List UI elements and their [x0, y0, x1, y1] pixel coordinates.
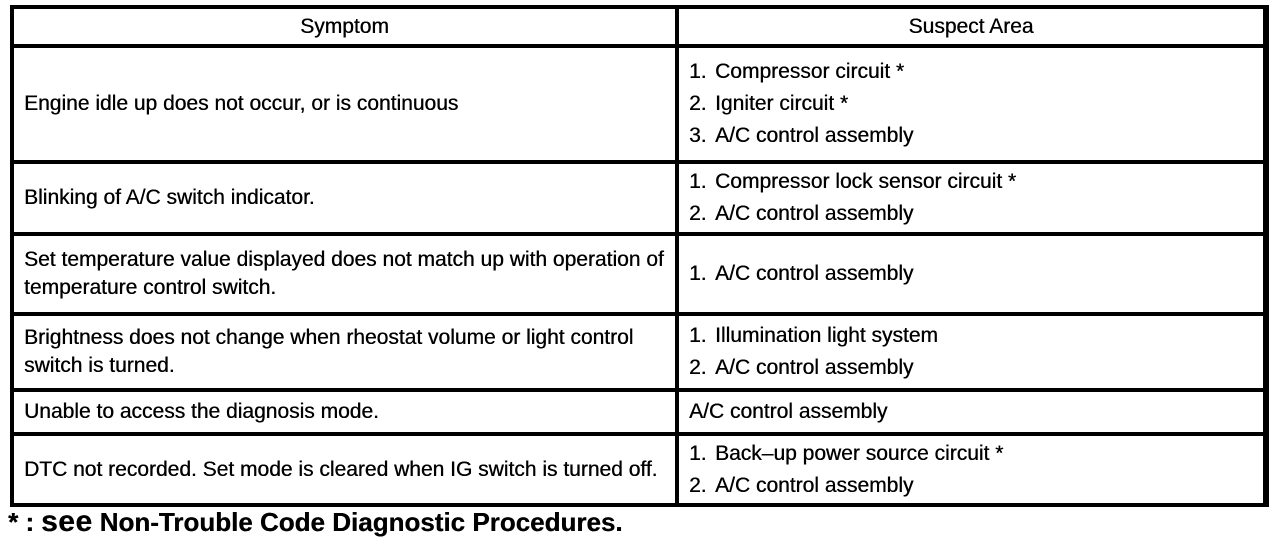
suspect-cell: 1. Compressor lock sensor circuit * 2. A/C…	[679, 164, 1263, 232]
item-text: A/C control assembly	[715, 124, 914, 147]
item-text: A/C control assembly	[715, 473, 914, 497]
symptom-text: DTC not recorded. Set mode is cleared wh…	[24, 457, 658, 481]
suspect-cell: 1. Illumination light system 2. A/C contro…	[679, 316, 1263, 388]
suspect-item: 2. A/C control assembly	[689, 470, 1257, 502]
item-text: Back–up power source circuit *	[715, 441, 1004, 465]
symptom-cell: Unable to access the diagnosis mode.	[14, 392, 679, 432]
suspect-item: 1. Compressor lock sensor circuit *	[689, 166, 1257, 198]
symptom-text: Blinking of A/C switch indicator.	[24, 186, 315, 209]
suspect-item: 2. A/C control assembly	[689, 352, 1257, 384]
table-row: Blinking of A/C switch indicator. 1. Comp…	[14, 160, 1263, 232]
item-text: A/C control assembly	[715, 262, 914, 285]
symptom-text: Brightness does not change when rheostat…	[24, 326, 634, 377]
item-text: Igniter circuit *	[715, 92, 849, 115]
symptom-cell: Set temperature value displayed does not…	[14, 236, 679, 312]
item-number: 2.	[689, 92, 707, 115]
suspect-cell: 1. Back–up power source circuit * 2. A/C c…	[679, 436, 1263, 503]
item-text: A/C control assembly	[715, 356, 914, 379]
symptom-cell: Brightness does not change when rheostat…	[14, 316, 679, 388]
suspect-item: 1. Illumination light system	[689, 320, 1257, 352]
symptom-text: Unable to access the diagnosis mode.	[24, 400, 379, 423]
table-row: Set temperature value displayed does not…	[14, 232, 1263, 312]
item-number: 1.	[689, 324, 707, 347]
suspect-cell: 1. A/C control assembly	[679, 236, 1263, 312]
item-number: 1.	[689, 170, 707, 193]
item-number: 2.	[689, 202, 707, 225]
suspect-item: A/C control assembly	[689, 396, 1257, 428]
item-text: A/C control assembly	[715, 202, 914, 225]
suspect-item: 1. Back–up power source circuit *	[689, 438, 1257, 470]
item-text: Illumination light system	[715, 324, 938, 347]
item-text: Compressor lock sensor circuit *	[715, 170, 1017, 193]
item-number: 1.	[689, 441, 707, 465]
footnote-marker: * :	[8, 507, 34, 537]
suspect-cell: 1. Compressor circuit * 2. Igniter circuit…	[679, 48, 1263, 160]
suspect-cell: A/C control assembly	[679, 392, 1263, 432]
symptom-cell: Blinking of A/C switch indicator.	[14, 164, 679, 232]
suspect-item: 2. A/C control assembly	[689, 198, 1257, 230]
footnote-text: Non-Trouble Code Diagnostic Procedures.	[99, 507, 623, 537]
item-number: 1.	[689, 60, 707, 83]
symptom-text: Set temperature value displayed does not…	[24, 248, 664, 299]
symptom-text: Engine idle up does not occur, or is con…	[24, 92, 459, 115]
item-number: 2.	[689, 356, 707, 379]
table-row: DTC not recorded. Set mode is cleared wh…	[14, 432, 1263, 503]
symptom-column-header: Symptom	[14, 9, 679, 44]
suspect-item: 1. A/C control assembly	[689, 258, 1257, 290]
symptom-cell: Engine idle up does not occur, or is con…	[14, 48, 679, 160]
item-number: 2.	[689, 473, 707, 497]
suspect-item: 1. Compressor circuit *	[689, 56, 1257, 88]
item-text: Compressor circuit *	[715, 60, 905, 83]
symptom-cell: DTC not recorded. Set mode is cleared wh…	[14, 436, 679, 503]
item-text: A/C control assembly	[689, 400, 888, 423]
diagnostic-table: Symptom Suspect Area Engine idle up does…	[10, 5, 1269, 507]
suspect-item: 3. A/C control assembly	[689, 120, 1257, 152]
table-header-row: Symptom Suspect Area	[14, 9, 1263, 44]
item-number: 3.	[689, 124, 707, 147]
suspect-item: 2. Igniter circuit *	[689, 88, 1257, 120]
suspect-area-column-header: Suspect Area	[908, 14, 1034, 38]
table-row: Brightness does not change when rheostat…	[14, 312, 1263, 388]
item-number: 1.	[689, 262, 707, 285]
table-row: Unable to access the diagnosis mode. A/C…	[14, 388, 1263, 432]
footnote-see-label: see	[41, 505, 93, 538]
table-row: Engine idle up does not occur, or is con…	[14, 44, 1263, 160]
